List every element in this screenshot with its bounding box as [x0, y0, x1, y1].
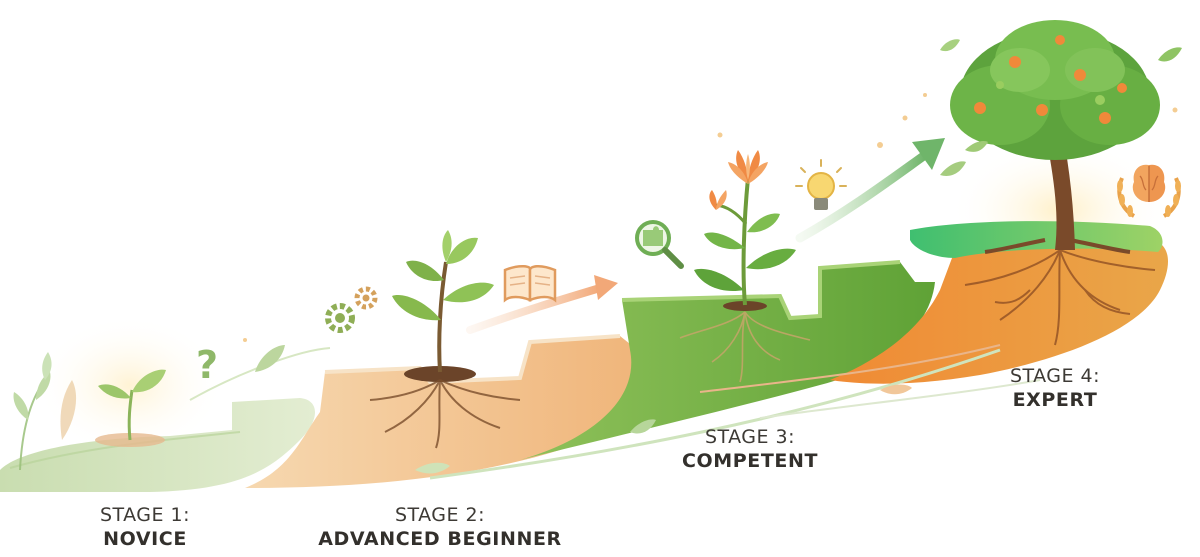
- stage-3-flowering-plant: [694, 150, 796, 311]
- floating-leaves: [415, 39, 1182, 474]
- stage-1-seedling: [95, 369, 166, 447]
- gears-icon: [325, 286, 378, 333]
- stage-2-number: STAGE 2:: [394, 504, 486, 526]
- stage-4-tree: [950, 20, 1160, 254]
- stage-3-ground: [520, 260, 935, 460]
- stage-2-roots: [369, 379, 521, 449]
- floating-leaf-1: [255, 345, 285, 372]
- question-mark-icon: ?: [196, 343, 218, 387]
- brain-laurel-icon: [1117, 164, 1181, 218]
- puzzle-magnifier-icon: [635, 220, 684, 269]
- stage-1-label: STAGE 1: NOVICE: [60, 504, 230, 552]
- stage-3-label: STAGE 3: COMPETENT: [650, 426, 850, 474]
- sparkles: [243, 93, 1178, 342]
- stage-4-number: STAGE 4:: [1009, 365, 1101, 387]
- stage-1-number: STAGE 1:: [99, 504, 191, 526]
- arrow-stage-3-to-4: [795, 138, 945, 243]
- stage-2-sapling: [392, 230, 494, 382]
- stage-4-label: STAGE 4: EXPERT: [975, 365, 1135, 413]
- stage-4-name: EXPERT: [1012, 388, 1098, 411]
- arrow-stage-2-to-3: [466, 275, 618, 334]
- svg-text:?: ?: [196, 343, 218, 387]
- stage-1-side-plants: [13, 352, 77, 471]
- stage-1-name: NOVICE: [103, 527, 187, 550]
- stage-2-ground: [245, 334, 640, 488]
- lightbulb-icon: [795, 159, 847, 210]
- stage-1-ground: [0, 315, 315, 492]
- stage-3-number: STAGE 3:: [704, 426, 796, 448]
- open-book-icon: [503, 265, 557, 303]
- stage-2-label: STAGE 2: ADVANCED BEGINNER: [300, 504, 580, 552]
- stage-2-name: ADVANCED BEGINNER: [318, 527, 562, 550]
- stage-3-name: COMPETENT: [681, 449, 819, 472]
